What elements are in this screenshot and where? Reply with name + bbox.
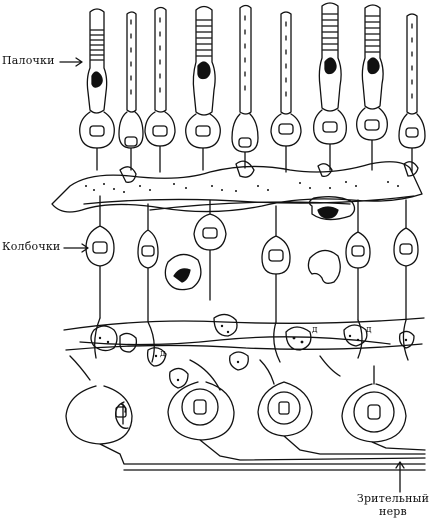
label-d-2: д bbox=[312, 325, 318, 335]
optic-nerve-arrow bbox=[395, 461, 405, 493]
label-d-3: д bbox=[366, 325, 372, 335]
photoreceptor-outer-segments bbox=[86, 2, 418, 116]
outer-plexiform-layer bbox=[51, 160, 423, 213]
inner-plexiform-layer bbox=[63, 313, 425, 391]
cones-leader-line bbox=[63, 243, 89, 253]
cones-label: Колбочки bbox=[2, 240, 61, 253]
optic-nerve-label-line1: Зрительный bbox=[356, 492, 430, 505]
horizontal-cell-fibers bbox=[83, 195, 415, 211]
optic-nerve-label: Зрительный нерв bbox=[352, 492, 434, 518]
optic-nerve-fibers bbox=[99, 435, 426, 471]
ganglion-cells bbox=[65, 365, 407, 445]
rods-leader-line bbox=[59, 57, 83, 67]
optic-nerve-label-line2: нерв bbox=[379, 505, 407, 518]
bipolar-cells bbox=[85, 195, 419, 323]
outer-nuclear-cells bbox=[79, 107, 426, 173]
label-d-1: д bbox=[160, 349, 166, 359]
rods-label: Палочки bbox=[2, 54, 55, 67]
